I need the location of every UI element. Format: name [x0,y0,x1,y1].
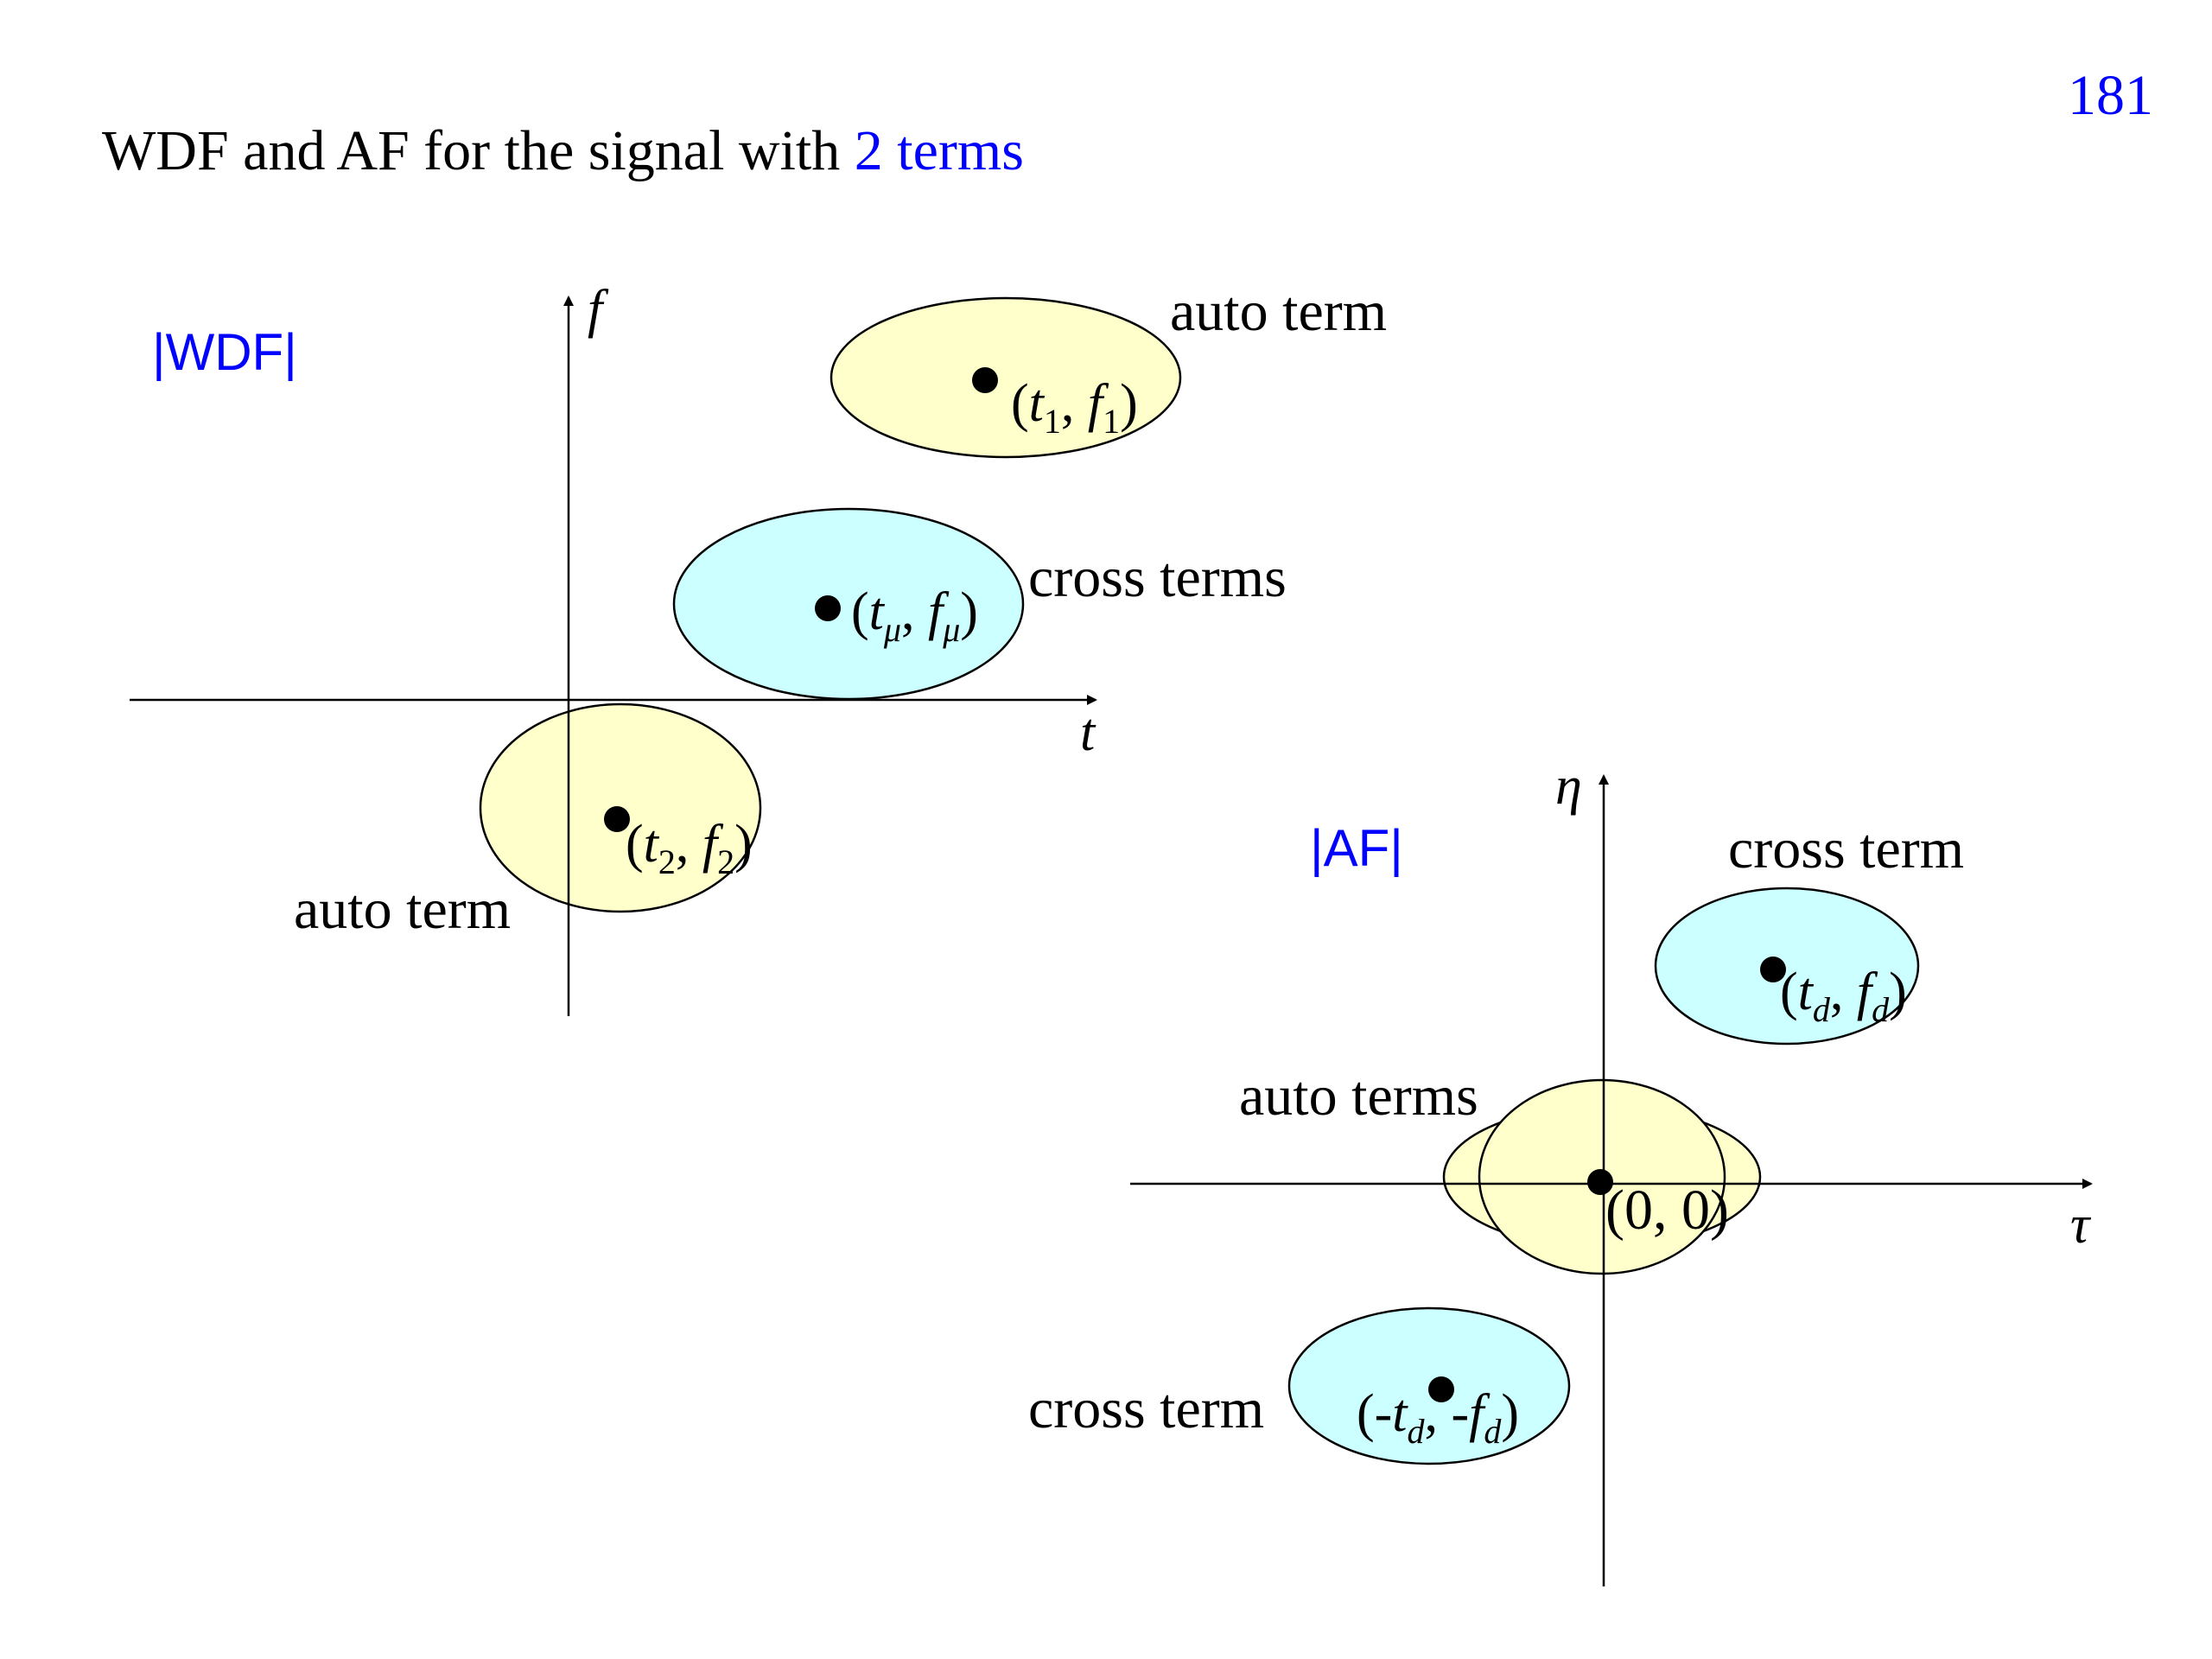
wdf-diagram: |WDF| t f (t1, f1) (tμ, fμ) (t2, f2) aut… [130,280,1387,1016]
af-diagram: |AF| τ η (td, fd) (0, 0) (-td, -fd) cros… [1028,757,2093,1586]
af-point-td-fd [1760,957,1786,982]
af-coord-td-fd: (td, fd) [1780,963,1907,1029]
wdf-cross-terms-label: cross terms [1028,546,1287,609]
wdf-panel-label: |WDF| [152,323,297,381]
wdf-auto-term-top-blob [830,296,1182,459]
wdf-t-axis-label: t [1080,703,1096,762]
wdf-coord-t2-f2: (t2, f2) [626,815,753,881]
af-eta-axis-label: η [1555,757,1582,816]
wdf-point-t2-f2 [604,806,630,832]
af-point-neg-td-fd [1428,1376,1454,1402]
slide-title: WDF and AF for the signal with 2 terms [102,119,1024,182]
af-panel-label: |AF| [1310,819,1403,877]
wdf-point-t1-f1 [972,367,998,393]
slide-title-prefix: WDF and AF for the signal with [102,119,855,182]
af-cross-term-top-blob [1654,887,1920,1046]
wdf-auto-term-bottom-label: auto term [294,878,511,941]
af-tau-axis-label: τ [2070,1196,2092,1255]
wdf-auto-term-top-label: auto term [1170,280,1387,343]
af-cross-term-bottom-label: cross term [1028,1377,1264,1440]
af-coord-origin: (0, 0) [1605,1179,1729,1242]
af-point-origin [1587,1169,1613,1195]
af-cross-term-top-label: cross term [1728,817,1964,880]
wdf-f-axis-label: f [588,280,609,339]
slide-title-highlight: 2 terms [855,119,1024,182]
af-auto-terms-label: auto terms [1239,1065,1478,1128]
wdf-coord-tmu-fmu: (tμ, fμ) [851,582,978,649]
page-number: 181 [2068,64,2153,127]
wdf-point-tmu-fmu [815,595,841,621]
